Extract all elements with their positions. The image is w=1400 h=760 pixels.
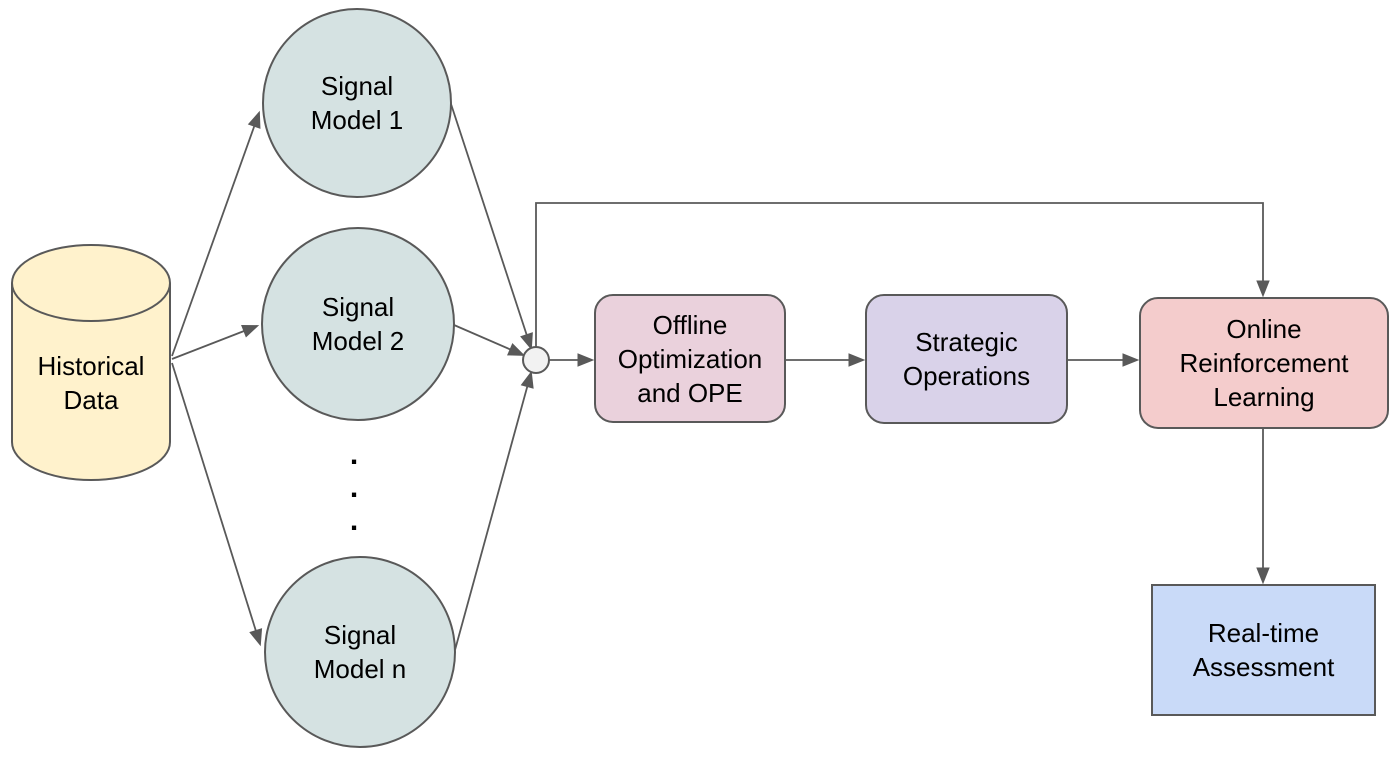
real-time-assessment-box bbox=[1151, 584, 1376, 716]
offline-optimization-box bbox=[594, 294, 786, 423]
edge-database-to-model2 bbox=[171, 324, 260, 360]
edge-model1-to-junction bbox=[450, 103, 533, 351]
signal-model-2-circle bbox=[261, 227, 455, 421]
online-reinforcement-learning-box bbox=[1139, 297, 1389, 429]
signal-model-1-circle bbox=[262, 8, 452, 198]
edge-database-to-modeln bbox=[171, 362, 263, 647]
database-cylinder bbox=[11, 244, 171, 481]
edge-model2-to-junction bbox=[453, 324, 526, 356]
signal-model-n-circle bbox=[264, 556, 456, 748]
junction-node bbox=[522, 346, 550, 374]
database-cylinder-body bbox=[11, 283, 171, 481]
edge-feedback-junction-to-online bbox=[535, 202, 1270, 348]
edge-modeln-to-junction bbox=[454, 370, 534, 651]
database-cylinder-top bbox=[11, 244, 171, 322]
strategic-operations-box bbox=[865, 294, 1068, 424]
edge-database-to-model1 bbox=[171, 110, 261, 357]
